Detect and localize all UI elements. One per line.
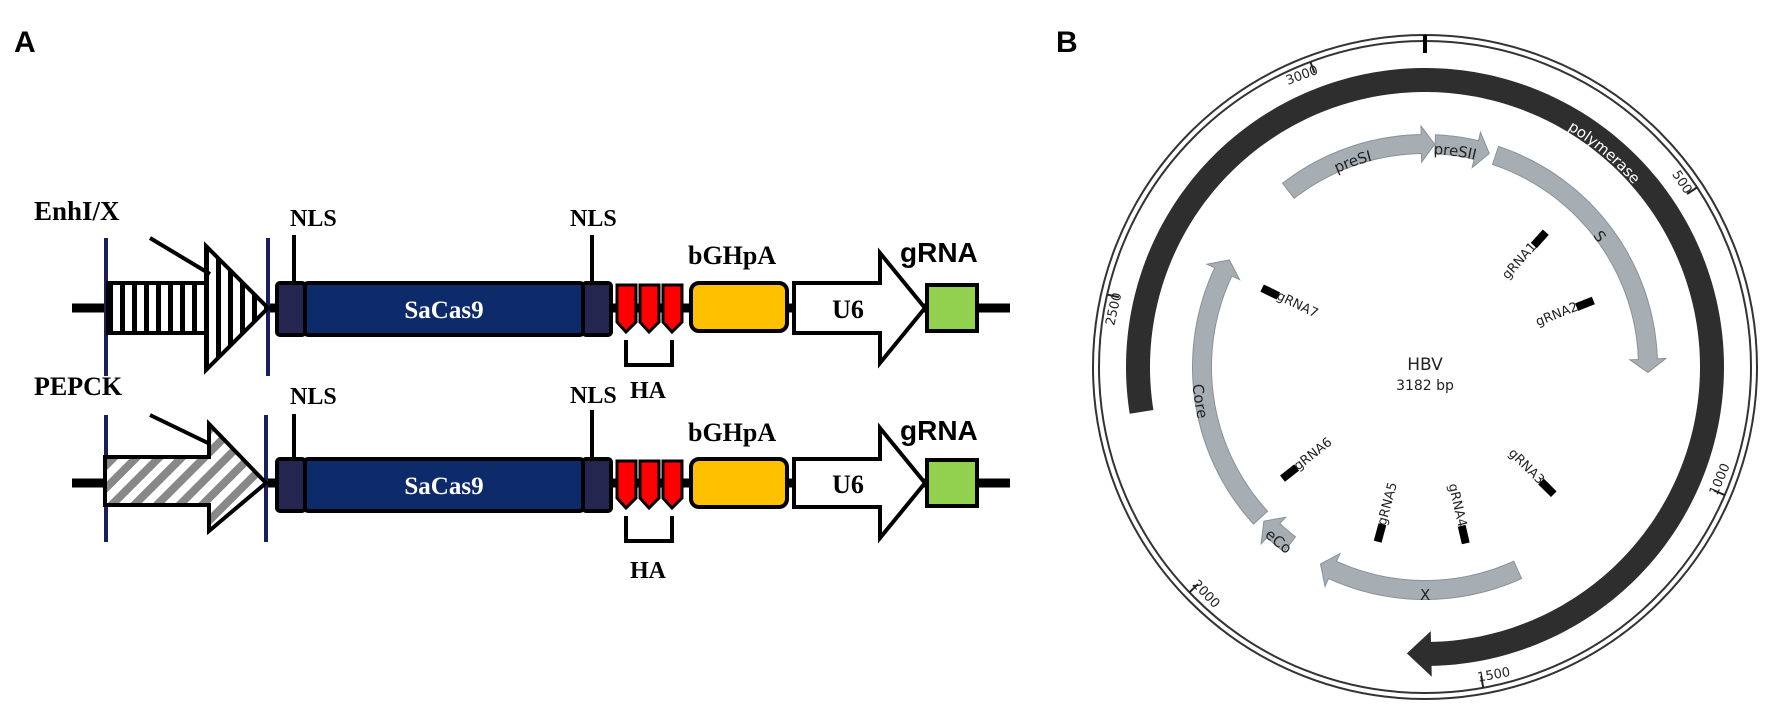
plasmid-size: 3182 bp bbox=[1396, 378, 1454, 394]
u6-label: U6 bbox=[832, 295, 864, 324]
ruler-label: 3000 bbox=[1284, 63, 1320, 89]
ha-label: HA bbox=[630, 378, 667, 404]
ha-tag-2 bbox=[638, 459, 661, 511]
grna-marker-grna2 bbox=[1575, 296, 1595, 311]
grna-box bbox=[925, 283, 979, 333]
feature-arrow-s bbox=[1491, 145, 1668, 374]
ha-label: HA bbox=[630, 558, 667, 584]
nls-right-label: NLS bbox=[570, 383, 617, 409]
u6-arrow bbox=[792, 247, 928, 369]
feature-arrow-x bbox=[1319, 552, 1523, 600]
panel-b-letter: B bbox=[1056, 26, 1078, 59]
promoter-arrow-pepck bbox=[103, 419, 269, 536]
feature-label-presii: preSII bbox=[1433, 140, 1478, 164]
ha-tag-1 bbox=[615, 459, 638, 511]
grna-label: gRNA bbox=[900, 415, 978, 446]
ruler-label: 1000 bbox=[1707, 461, 1734, 497]
ruler-tick bbox=[1106, 293, 1120, 299]
grna-label-grna1: gRNA1 bbox=[1499, 240, 1540, 283]
ruler-label: 1500 bbox=[1476, 665, 1511, 686]
panel-a: A EnhI/X NLS SaCas9 NLS HA bGHpA bbox=[14, 26, 1010, 584]
feature-label-x: X bbox=[1420, 585, 1430, 603]
nls-left-box bbox=[275, 281, 307, 337]
promoter-label-pepck: PEPCK bbox=[34, 372, 123, 401]
cas9-label: SaCas9 bbox=[404, 297, 483, 324]
ha-bracket bbox=[624, 516, 674, 543]
ha-tag-2 bbox=[638, 283, 661, 335]
ruler-tick bbox=[1686, 186, 1698, 195]
cas9-label: SaCas9 bbox=[404, 473, 483, 500]
grna-label-grna6: gRNA6 bbox=[1291, 435, 1335, 474]
bghpa-label: bGHpA bbox=[688, 241, 776, 270]
grna-marker-grna7 bbox=[1260, 284, 1281, 300]
ruler-tick bbox=[1309, 61, 1316, 74]
grna-label-grna4: gRNA4 bbox=[1445, 482, 1470, 528]
ha-bracket bbox=[624, 340, 674, 367]
ha-tag-3 bbox=[661, 459, 684, 511]
grna-marker-grna1 bbox=[1530, 229, 1549, 249]
promoter-pointer-line bbox=[149, 413, 211, 446]
nls-left-label: NLS bbox=[290, 384, 337, 410]
feature-arrow-presi bbox=[1281, 124, 1436, 199]
grna-label-grna3: gRNA3 bbox=[1505, 446, 1547, 488]
grna-marker-grna4 bbox=[1457, 524, 1470, 545]
feature-arrow-precore bbox=[1260, 516, 1297, 553]
u6-arrow bbox=[792, 422, 928, 544]
bghpa-box bbox=[689, 281, 789, 333]
ha-tag-3 bbox=[661, 283, 684, 335]
promoter-pointer-line bbox=[148, 236, 212, 276]
nls-right-label: NLS bbox=[570, 206, 617, 232]
grna-box bbox=[925, 458, 979, 508]
promoter-arrow-enhix bbox=[106, 241, 271, 375]
grna-marker-grna3 bbox=[1538, 478, 1557, 498]
ruler-tick bbox=[1713, 489, 1726, 497]
nls-left-box bbox=[275, 457, 307, 513]
construct-pepck: PEPCK NLS SaCas9 NLS HA bGHpA U6 gRNA bbox=[34, 372, 1010, 584]
feature-arrows: polymerasepreSIpreSIISXpreCoreCore bbox=[0, 0, 1724, 677]
grna-label-grna2: gRNA2 bbox=[1534, 300, 1581, 330]
bghpa-label: bGHpA bbox=[688, 418, 776, 447]
promoter-label-enhix: EnhI/X bbox=[34, 196, 120, 226]
feature-label-core: Core bbox=[1189, 383, 1212, 420]
ruler-tick bbox=[1188, 583, 1199, 594]
construct-enhix: EnhI/X NLS SaCas9 NLS HA bGHpA U6 gRNA bbox=[34, 196, 1010, 404]
nls-left-label: NLS bbox=[290, 206, 337, 232]
grna-label: gRNA bbox=[900, 237, 978, 268]
bghpa-box bbox=[689, 457, 789, 509]
grna-label-grna7: gRNA7 bbox=[1274, 289, 1320, 322]
ruler-label: 2500 bbox=[1103, 291, 1125, 327]
nls-right-box bbox=[581, 281, 613, 337]
grna-marker-grna5 bbox=[1373, 523, 1387, 543]
feature-arrow-presii bbox=[1434, 130, 1490, 169]
ruler-tick bbox=[1480, 675, 1485, 688]
grna-label-grna5: gRNA5 bbox=[1375, 481, 1401, 528]
plasmid-name: HBV bbox=[1407, 355, 1443, 375]
feature-arrow-core bbox=[1192, 259, 1269, 525]
panel-a-letter: A bbox=[14, 26, 36, 59]
grna-marker-grna6 bbox=[1280, 464, 1300, 482]
nls-right-box bbox=[581, 457, 613, 513]
ha-tag-1 bbox=[615, 283, 638, 335]
u6-label: U6 bbox=[832, 470, 864, 499]
